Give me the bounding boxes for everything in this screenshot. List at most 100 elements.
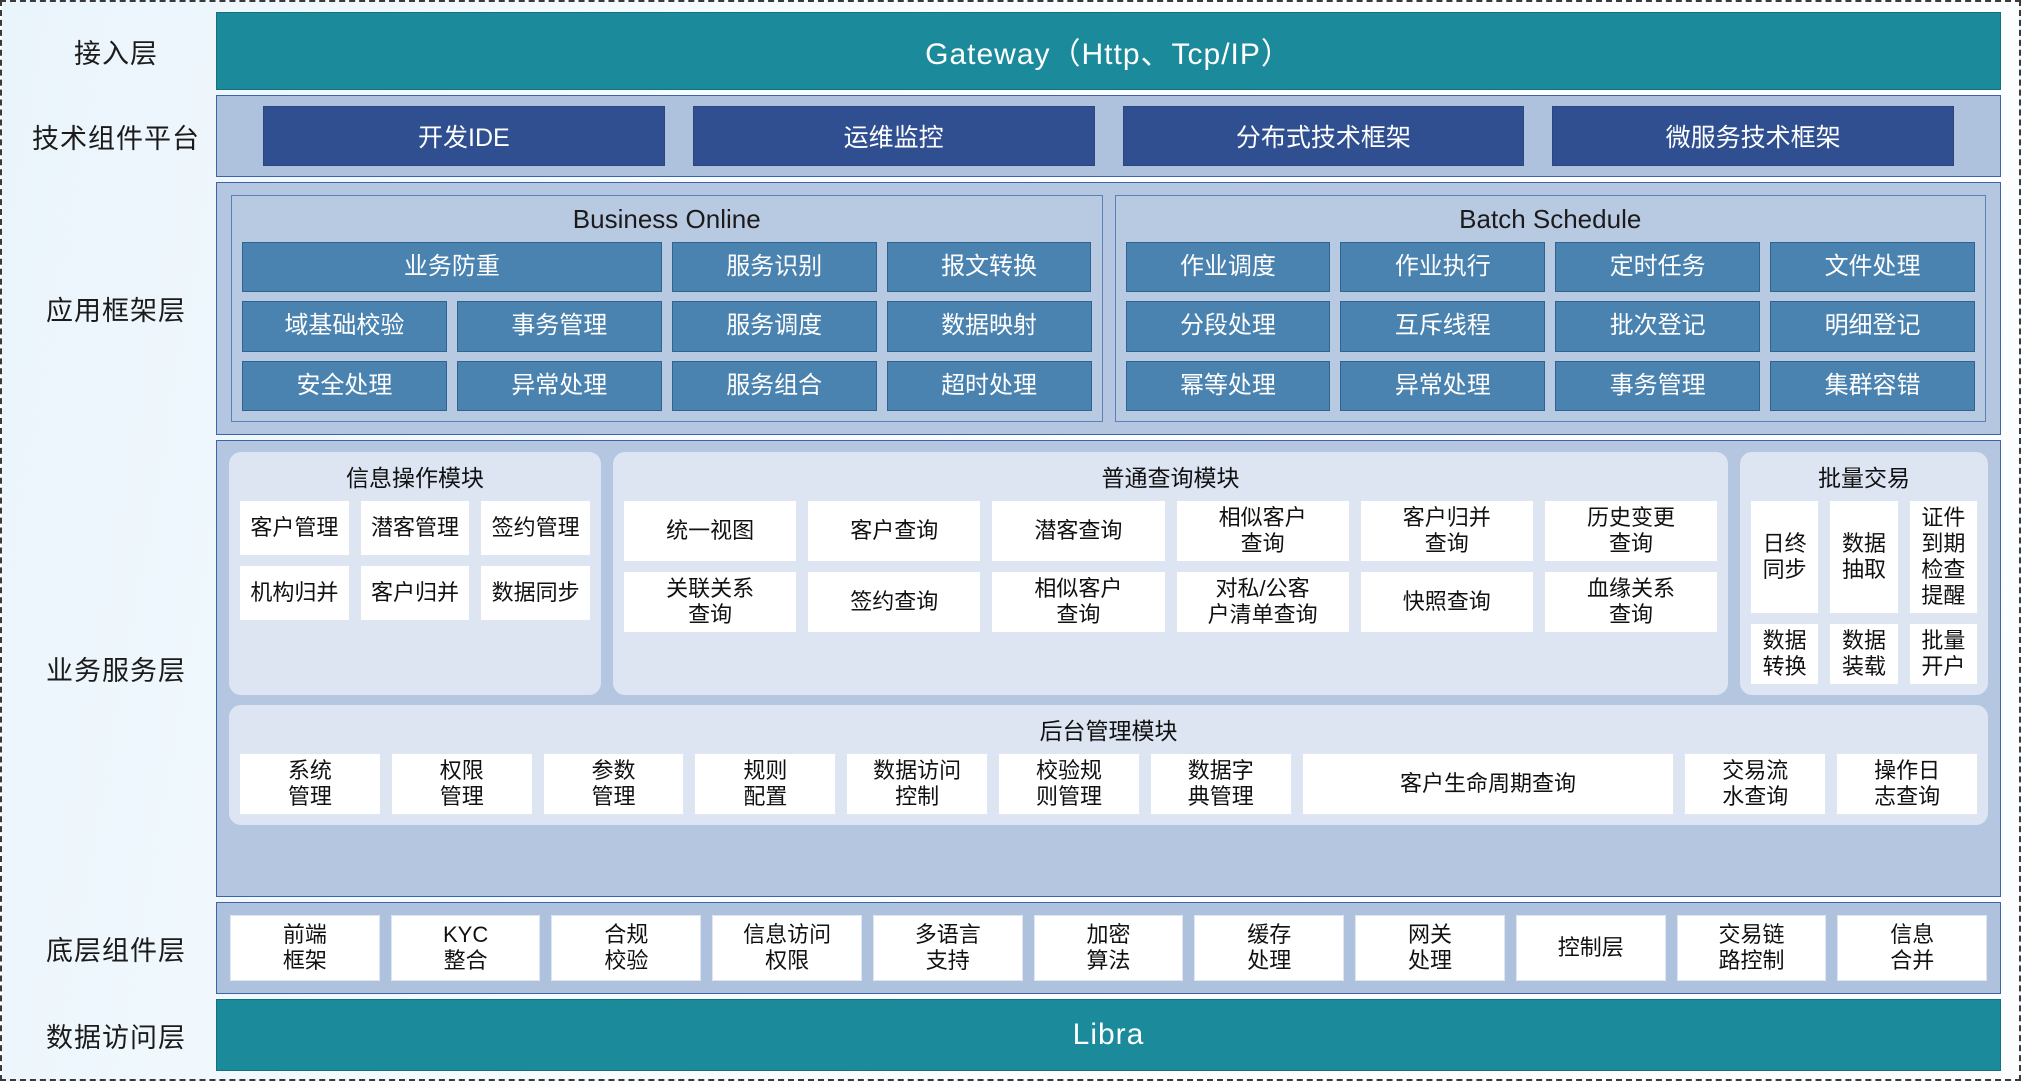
app-cell[interactable]: 明细登记 [1770, 301, 1975, 352]
service-cell[interactable]: 历史变更查询 [1543, 500, 1719, 563]
backoffice-cell[interactable]: 规则配置 [694, 752, 837, 815]
app-grid-row: 幂等处理异常处理事务管理集群容错 [1125, 360, 1975, 412]
bottom-component-cell[interactable]: 前端框架 [230, 915, 380, 981]
service-group-grid: 客户管理潜客管理签约管理机构归并客户归并数据同步 [239, 500, 592, 622]
bottom-component-cell[interactable]: 控制层 [1515, 915, 1666, 981]
service-cell[interactable]: 客户归并 [359, 565, 471, 622]
service-grid-row: 系统管理权限管理参数管理规则配置数据访问控制校验规则管理数据字典管理客户生命周期… [239, 752, 1978, 815]
backoffice-cell[interactable]: 客户生命周期查询 [1301, 752, 1675, 815]
service-cell[interactable]: 相似客户查询 [991, 571, 1166, 633]
service-group-backoffice: 后台管理模块系统管理权限管理参数管理规则配置数据访问控制校验规则管理数据字典管理… [229, 704, 1988, 825]
app-cell[interactable]: 批次登记 [1555, 301, 1761, 352]
service-grid-row: 日终同步数据抽取证件到期检查提醒 [1750, 500, 1978, 614]
service-cell[interactable]: 批量开户 [1908, 622, 1978, 685]
service-cell[interactable]: 证件到期检查提醒 [1908, 500, 1978, 614]
tech-button-2[interactable]: 分布式技术框架 [1122, 106, 1525, 166]
service-group-batch: 批量交易日终同步数据抽取证件到期检查提醒数据转换数据装载批量开户 [1740, 452, 1988, 695]
app-cell[interactable]: 服务调度 [671, 301, 877, 352]
app-cell[interactable]: 集群容错 [1770, 360, 1975, 412]
app-cell[interactable]: 定时任务 [1555, 242, 1761, 293]
app-cell[interactable]: 分段处理 [1125, 301, 1331, 352]
bottom-component-cell[interactable]: 缓存处理 [1194, 915, 1345, 981]
bottom-component-cell[interactable]: 多语言支持 [872, 915, 1023, 981]
bottom-component-cell[interactable]: 加密算法 [1033, 915, 1184, 981]
service-cell[interactable]: 数据抽取 [1829, 500, 1899, 614]
tech-button-1[interactable]: 运维监控 [692, 106, 1095, 166]
service-cell[interactable]: 数据装载 [1829, 622, 1899, 685]
service-group-grid: 日终同步数据抽取证件到期检查提醒数据转换数据装载批量开户 [1750, 500, 1978, 685]
bottom-component-cell[interactable]: 合规校验 [551, 915, 702, 981]
service-cell[interactable]: 血缘关系查询 [1543, 571, 1719, 633]
service-group-title: 信息操作模块 [346, 465, 484, 492]
app-cell[interactable]: 域基础校验 [242, 301, 447, 352]
service-top-row: 信息操作模块客户管理潜客管理签约管理机构归并客户归并数据同步普通查询模块统一视图… [229, 452, 1988, 695]
service-cell[interactable]: 客户归并查询 [1359, 500, 1534, 563]
app-cell[interactable]: 文件处理 [1770, 242, 1975, 293]
tech-button-3[interactable]: 微服务技术框架 [1552, 106, 1954, 166]
service-cell[interactable]: 快照查询 [1359, 571, 1534, 633]
service-cell[interactable]: 相似客户查询 [1175, 500, 1350, 563]
app-cell[interactable]: 业务防重 [242, 242, 662, 293]
backoffice-cell[interactable]: 参数管理 [542, 752, 685, 815]
bottom-component-cell[interactable]: 信息合并 [1837, 915, 1988, 981]
service-cell[interactable]: 机构归并 [239, 565, 350, 622]
bottom-component-cell[interactable]: 交易链路控制 [1676, 915, 1827, 981]
backoffice-cell[interactable]: 操作日志查询 [1836, 752, 1978, 815]
layer-label-access: 接入层 [74, 38, 158, 69]
app-cell[interactable]: 异常处理 [1340, 360, 1546, 412]
service-cell[interactable]: 客户管理 [239, 500, 350, 557]
service-group-info: 信息操作模块客户管理潜客管理签约管理机构归并客户归并数据同步 [229, 452, 601, 695]
backoffice-cell[interactable]: 数据访问控制 [846, 752, 989, 815]
app-cell[interactable]: 事务管理 [456, 301, 662, 352]
access-layer-body: Gateway（Http、Tcp/IP） [216, 12, 2001, 90]
service-group-grid: 统一视图客户查询潜客查询相似客户查询客户归并查询历史变更查询关联关系查询签约查询… [623, 500, 1719, 633]
app-cell[interactable]: 服务组合 [671, 360, 877, 412]
app-cell[interactable]: 作业调度 [1125, 242, 1331, 293]
app-cell[interactable]: 超时处理 [886, 360, 1092, 412]
business-service-panel: 信息操作模块客户管理潜客管理签约管理机构归并客户归并数据同步普通查询模块统一视图… [216, 440, 2001, 897]
backoffice-cell[interactable]: 数据字典管理 [1149, 752, 1292, 815]
tech-button-0[interactable]: 开发IDE [263, 106, 665, 166]
bottom-component-cell[interactable]: 网关处理 [1355, 915, 1505, 981]
app-cell[interactable]: 安全处理 [242, 360, 447, 412]
service-cell[interactable]: 潜客查询 [991, 500, 1166, 563]
service-cell[interactable]: 数据同步 [480, 565, 592, 622]
service-cell[interactable]: 签约管理 [480, 500, 592, 557]
app-cell[interactable]: 数据映射 [886, 301, 1092, 352]
app-cell[interactable]: 异常处理 [456, 360, 662, 412]
service-grid-row: 数据转换数据装载批量开户 [1750, 622, 1978, 685]
service-cell[interactable]: 统一视图 [623, 500, 798, 563]
app-grid-row: 域基础校验事务管理服务调度数据映射 [242, 301, 1092, 352]
backoffice-cell[interactable]: 系统管理 [239, 752, 381, 815]
app-group-title: Batch Schedule [1459, 204, 1642, 234]
app-cell[interactable]: 作业执行 [1340, 242, 1546, 293]
layer-label-service: 业务服务层 [46, 656, 186, 687]
app-cell[interactable]: 服务识别 [671, 242, 877, 293]
app-cell[interactable]: 报文转换 [886, 242, 1092, 293]
service-cell[interactable]: 数据转换 [1750, 622, 1820, 685]
libra-banner[interactable]: Libra [216, 999, 2001, 1071]
backoffice-cell[interactable]: 交易流水查询 [1684, 752, 1827, 815]
service-cell[interactable]: 对私/公客户清单查询 [1175, 571, 1350, 633]
app-cell[interactable]: 事务管理 [1555, 360, 1761, 412]
service-cell[interactable]: 签约查询 [807, 571, 982, 633]
service-grid-row: 关联关系查询签约查询相似客户查询对私/公客户清单查询快照查询血缘关系查询 [623, 571, 1719, 633]
app-cell[interactable]: 互斥线程 [1340, 301, 1546, 352]
app-cell[interactable]: 幂等处理 [1125, 360, 1331, 412]
service-cell[interactable]: 潜客管理 [359, 500, 471, 557]
backoffice-cell[interactable]: 校验规则管理 [998, 752, 1140, 815]
service-back-row: 后台管理模块系统管理权限管理参数管理规则配置数据访问控制校验规则管理数据字典管理… [229, 704, 1988, 825]
bottom-component-cell[interactable]: 信息访问权限 [712, 915, 862, 981]
gateway-banner[interactable]: Gateway（Http、Tcp/IP） [216, 12, 2001, 90]
service-group-query: 普通查询模块统一视图客户查询潜客查询相似客户查询客户归并查询历史变更查询关联关系… [613, 452, 1728, 695]
service-cell[interactable]: 客户查询 [807, 500, 982, 563]
app-grid-row: 作业调度作业执行定时任务文件处理 [1125, 242, 1975, 293]
backoffice-cell[interactable]: 权限管理 [390, 752, 533, 815]
service-cell[interactable]: 关联关系查询 [623, 571, 798, 633]
service-cell[interactable]: 日终同步 [1750, 500, 1820, 614]
